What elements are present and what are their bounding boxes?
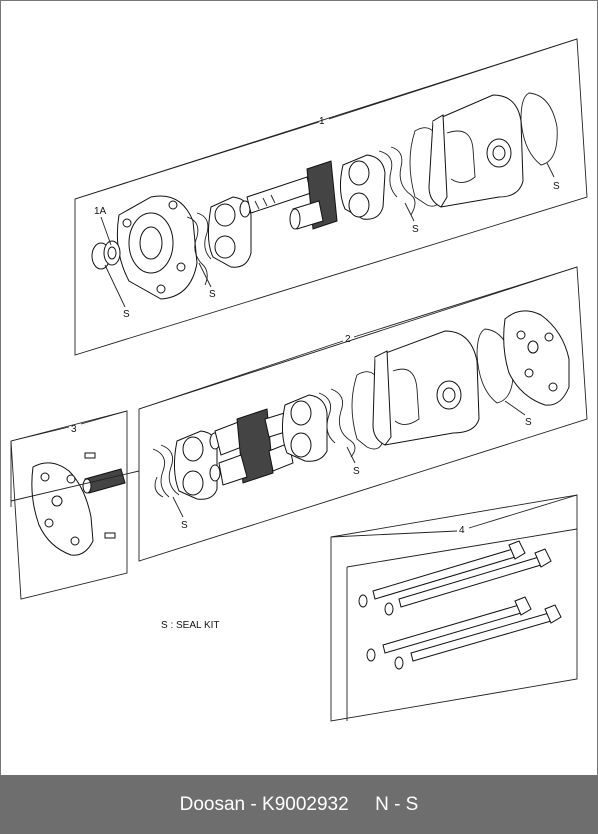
group-2-seals-right [318,388,356,458]
group-2-gear-pair [214,408,296,486]
group-3-flange [31,462,94,556]
label-s-g1-c: S [412,224,419,235]
footer-code: N - S [375,793,419,815]
footer-part-number: K9002932 [262,793,349,815]
group-3-dowel-pins [84,452,116,539]
footer-spacer [349,794,375,816]
group-1-shaft-seal [91,240,121,270]
diagram-frame: 1 1A S S [0,0,598,776]
group-1-bearing-block [207,196,252,268]
group-2-housing-gasket [351,371,384,450]
group-1-rear-bearing-block [339,154,386,220]
group-2-housing [372,330,480,446]
group-1-seals-left [186,212,212,286]
footer-brand: Doosan [179,793,246,815]
label-s-g2-b: S [353,466,360,477]
label-s-g2-a: S [181,520,188,531]
group-2-seals-left [152,444,180,498]
group-2-boundary [138,266,588,562]
footer-bar: Doosan - K9002932 N - S [0,775,598,834]
group-1-gear-pair [289,160,338,230]
group-1-housing [428,94,524,208]
label-s-g1-b: S [209,289,216,300]
group-2-bearing-block [173,430,221,500]
group-4-bolts [372,540,562,662]
group-2-rear-bearing-block [281,394,328,462]
group-3-shaft [82,468,126,494]
group-3-boundary [10,410,128,600]
group-4-label: 4 [459,525,465,536]
group-4-boundary [330,494,578,722]
seal-kit-legend: S : SEAL KIT [161,620,220,631]
group-1-front-cover [116,195,198,300]
group-3-label: 3 [71,424,77,435]
exploded-parts-drawing: 1 1A S S [10,38,588,722]
group-1-label: 1 [319,116,325,127]
label-s-g1-a: S [123,309,130,320]
label-1a: 1A [94,206,107,217]
group-1-seals-right [378,146,416,216]
group-2-end-cover [503,310,570,406]
footer-separator: - [245,793,263,815]
label-s-g1-d: S [553,181,560,192]
group-4-washers [358,594,404,670]
group-1-housing-gasket [409,127,442,207]
group-1-o-ring [520,92,558,166]
label-s-g2-c: S [525,417,532,428]
group-1-boundary [74,38,588,356]
group-2-label: 2 [345,334,351,345]
